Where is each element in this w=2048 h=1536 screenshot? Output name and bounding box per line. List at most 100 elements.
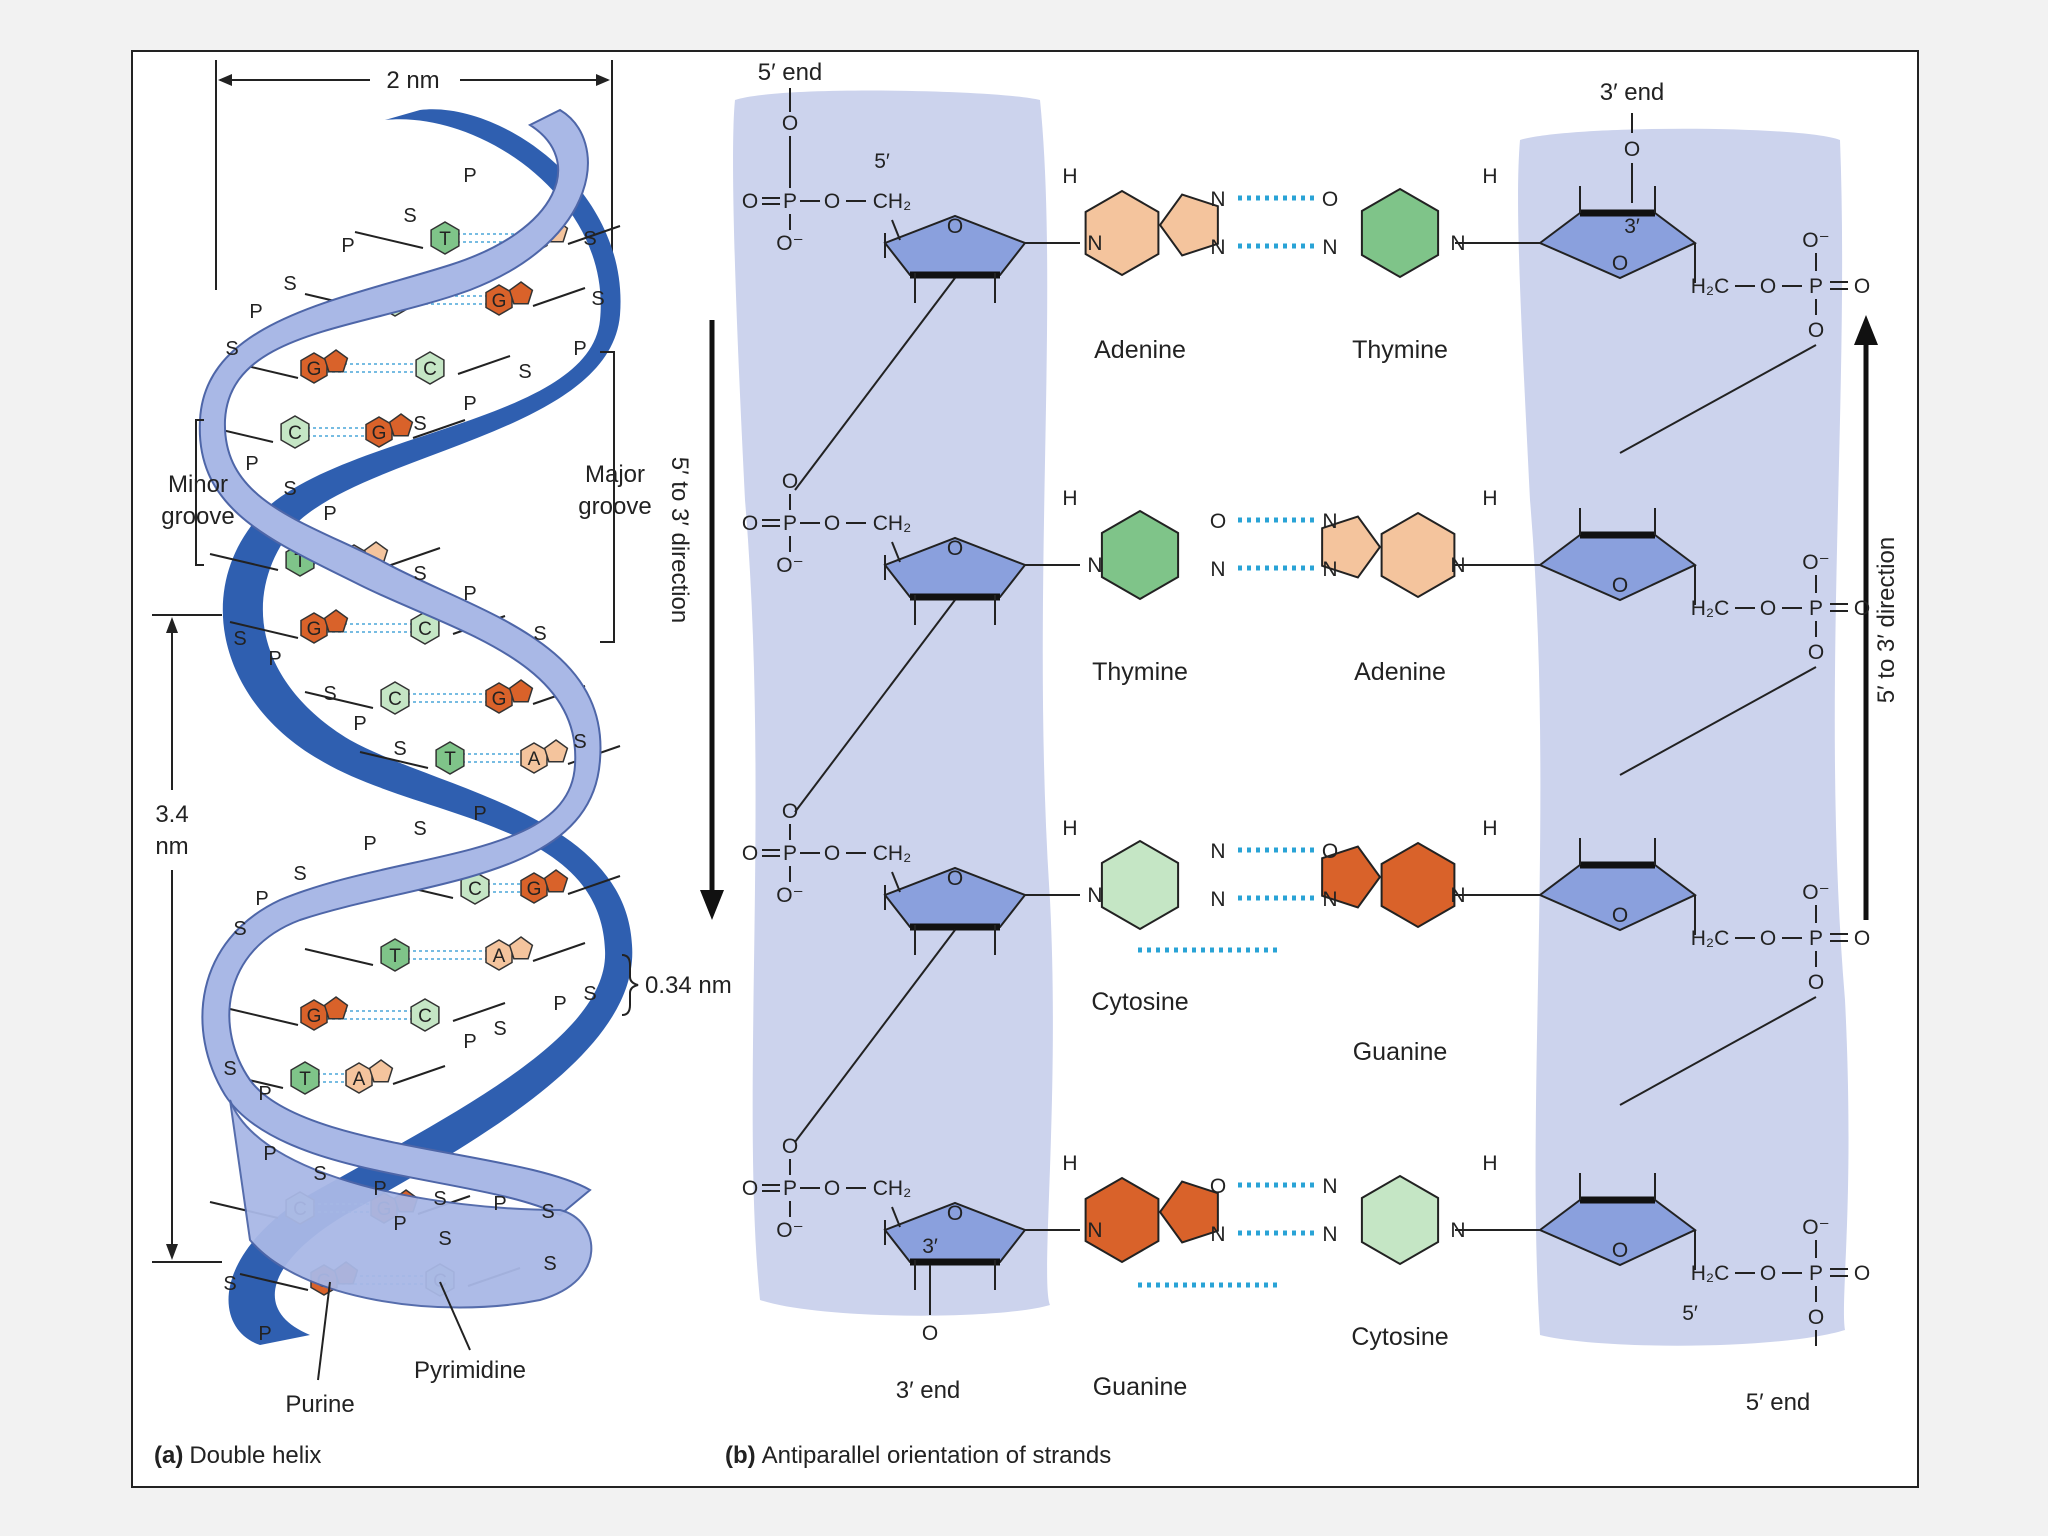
svg-text:N: N <box>1210 558 1225 581</box>
svg-text:O: O <box>1322 188 1338 211</box>
base-name-left: Thymine <box>1092 658 1188 686</box>
backbone-letter: S <box>323 683 336 705</box>
right-base-cytosine <box>1360 1174 1440 1266</box>
svg-text:O: O <box>1760 927 1776 950</box>
svg-text:O⁻: O⁻ <box>776 1219 803 1242</box>
pyrimidine-base-c: C <box>460 871 490 905</box>
prime-5-label: 5′ <box>874 150 890 173</box>
svg-text:O: O <box>1612 904 1628 927</box>
backbone-letter: P <box>353 713 366 735</box>
svg-text:H: H <box>1482 487 1497 510</box>
svg-text:O: O <box>1808 641 1824 664</box>
svg-text:O: O <box>1210 510 1226 533</box>
svg-text:O: O <box>1322 840 1338 863</box>
svg-text:H₂C: H₂C <box>1691 927 1729 950</box>
backbone-letter: S <box>493 1018 506 1040</box>
backbone-letter: P <box>553 993 566 1015</box>
svg-text:N: N <box>1210 236 1225 259</box>
minor-groove-bracket <box>195 419 204 566</box>
svg-text:O: O <box>824 512 840 535</box>
svg-text:C: C <box>388 689 402 710</box>
backbone-letter: S <box>225 338 238 360</box>
svg-text:H: H <box>1482 165 1497 188</box>
svg-text:C: C <box>418 619 432 640</box>
pyrimidine-leader <box>439 1281 471 1351</box>
svg-text:CH₂: CH₂ <box>873 512 911 535</box>
backbone-letter: S <box>313 1163 326 1185</box>
backbone-letter: S <box>573 731 586 753</box>
base-name-right: Thymine <box>1352 336 1448 364</box>
svg-text:O: O <box>742 190 758 213</box>
backbone-letter: P <box>473 803 486 825</box>
caption-a: (a)Double helix <box>154 1442 321 1469</box>
svg-text:H: H <box>1062 1152 1077 1175</box>
backbone-letter: P <box>573 338 586 360</box>
svg-text:G: G <box>492 689 507 710</box>
svg-text:N: N <box>1322 236 1337 259</box>
svg-text:N: N <box>1322 558 1337 581</box>
svg-text:N: N <box>1322 1223 1337 1246</box>
svg-text:O: O <box>742 1177 758 1200</box>
svg-text:A: A <box>493 946 506 967</box>
svg-text:O: O <box>1760 1262 1776 1285</box>
svg-text:A: A <box>353 1069 366 1090</box>
pyrimidine-base-c: C <box>280 415 310 449</box>
svg-text:C: C <box>418 1006 432 1027</box>
svg-text:O: O <box>824 190 840 213</box>
pyrimidine-label: Pyrimidine <box>414 1357 526 1384</box>
svg-text:N: N <box>1322 888 1337 911</box>
svg-text:T: T <box>439 229 451 250</box>
svg-text:H: H <box>1482 817 1497 840</box>
svg-text:N: N <box>1210 1223 1225 1246</box>
svg-text:O: O <box>1854 275 1870 298</box>
panel-a-double-helix: 2 nm TACGGCCGTAGCCGTACGTAGCTACGGC PSPSPS… <box>152 60 732 1469</box>
svg-text:P: P <box>1809 1262 1823 1285</box>
svg-text:N: N <box>1450 884 1465 907</box>
width-label: 2 nm <box>386 67 439 94</box>
svg-text:O: O <box>1854 597 1870 620</box>
svg-text:P: P <box>1809 927 1823 950</box>
svg-text:T: T <box>299 1069 311 1090</box>
backbone-letter: P <box>373 1178 386 1200</box>
pyrimidine-base-c: C <box>380 681 410 715</box>
purine-label: Purine <box>285 1391 354 1418</box>
prime-3-label: 3′ <box>922 1235 938 1258</box>
svg-text:P: P <box>1809 597 1823 620</box>
backbone-letter: S <box>413 818 426 840</box>
pyrimidine-base-c: C <box>410 998 440 1032</box>
base-name-left: Cytosine <box>1091 988 1188 1016</box>
svg-text:H₂C: H₂C <box>1691 597 1729 620</box>
base-name-left: Guanine <box>1093 1373 1188 1401</box>
backbone-letter: P <box>363 833 376 855</box>
left-base-cytosine <box>1100 839 1180 931</box>
svg-text:N: N <box>1087 884 1102 907</box>
svg-text:O: O <box>1612 1239 1628 1262</box>
right-base-adenine <box>1321 511 1456 599</box>
svg-text:A: A <box>528 749 541 770</box>
left-direction-arrow: 5′ to 3′ direction <box>666 320 724 920</box>
right-strand-bottom-label: 5′ end <box>1746 1389 1811 1416</box>
svg-text:H₂C: H₂C <box>1691 275 1729 298</box>
backbone-letter: P <box>463 583 476 605</box>
purine-base-a: A <box>345 1059 394 1094</box>
pyrimidine-base-t: T <box>430 221 460 255</box>
major-groove-label-1: Major <box>585 461 645 488</box>
svg-text:C: C <box>468 879 482 900</box>
caption-a-text: Double helix <box>189 1442 321 1469</box>
backbone-letter: P <box>249 301 262 323</box>
left-strand-bottom-label: 3′ end <box>896 1377 961 1404</box>
svg-text:O: O <box>1808 1306 1824 1329</box>
rise-bracket <box>621 954 639 1016</box>
caption-b-text: Antiparallel orientation of strands <box>762 1442 1112 1469</box>
left-backbone-panel <box>733 90 1053 1316</box>
caption-b-letter: (b) <box>725 1442 756 1469</box>
backbone-letter: P <box>463 1031 476 1053</box>
backbone-letter: P <box>258 1323 271 1345</box>
base-name-left: Adenine <box>1094 336 1186 364</box>
backbone-letter: S <box>541 1201 554 1223</box>
backbone-letter: P <box>341 235 354 257</box>
svg-text:O: O <box>947 537 963 560</box>
